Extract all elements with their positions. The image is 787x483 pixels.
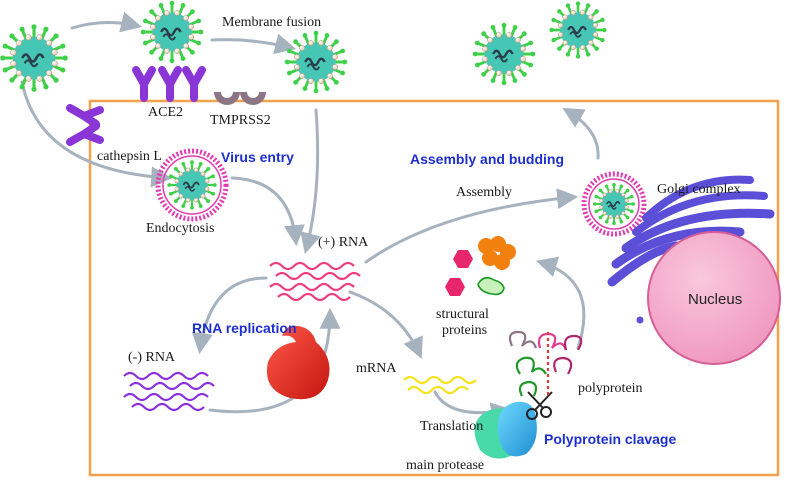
label-polyprotein: polyprotein	[578, 381, 643, 396]
label-minus-rna: (-) RNA	[128, 350, 176, 365]
stage-virus-entry: Virus entry	[221, 149, 294, 165]
stage-rna-replication: RNA replication	[192, 320, 297, 336]
label-endocytosis: Endocytosis	[146, 221, 214, 236]
virus-particle-budding	[593, 183, 635, 225]
label-plus-rna: (+) RNA	[318, 235, 369, 250]
label-membrane-fusion: Membrane fusion	[222, 15, 321, 30]
budding-vesicle	[581, 171, 647, 237]
virus-particle-released-2	[549, 1, 607, 59]
cathepsin-receptors	[66, 104, 104, 146]
virus-particle-endosome	[167, 160, 217, 210]
stage-polyprotein-clavage: Polyprotein clavage	[544, 431, 676, 447]
ace2-receptors	[132, 66, 206, 102]
label-ace2: ACE2	[148, 105, 183, 120]
structural-proteins-icon	[445, 236, 516, 296]
replicase-icon	[266, 325, 330, 400]
scissors-icon	[526, 391, 553, 420]
arrow-fusion-to-membrane	[210, 33, 297, 55]
label-cathepsin: cathepsin L	[97, 149, 162, 164]
virus-particle-fusing	[284, 30, 348, 94]
mrna-strands	[403, 375, 477, 395]
tmprss2-proteins	[214, 92, 266, 105]
endocytosis-vesicle	[155, 148, 229, 222]
arrow-endocytosis-to-rna	[230, 176, 305, 247]
labels: Membrane fusion ACE2 TMPRSS2 cathepsin L…	[97, 15, 742, 473]
arrow-plus-to-minus	[191, 276, 268, 355]
plus-rna-strands	[269, 261, 361, 302]
label-assembly: Assembly	[456, 185, 512, 200]
arrow-polyprotein-to-structural	[535, 256, 586, 350]
arrow-rna-to-assembly	[364, 188, 579, 264]
arrow-golgi-to-budding	[562, 107, 600, 160]
label-translation: Translation	[420, 419, 483, 434]
label-golgi: Golgi complex	[657, 182, 741, 197]
arrow-rna-to-mrna	[348, 290, 423, 359]
label-mrna: mRNA	[356, 361, 397, 376]
minus-rna-strands	[123, 371, 215, 412]
virus-particles	[0, 0, 635, 225]
label-tmprss2: TMPRSS2	[210, 113, 271, 128]
label-nucleus: Nucleus	[688, 291, 742, 308]
virus-particle-released-1	[472, 22, 536, 86]
polyprotein-icon	[508, 330, 583, 398]
nucleus	[647, 231, 781, 365]
virus-particle-outside	[0, 24, 68, 92]
label-main-protease: main protease	[406, 458, 484, 473]
virus-particle-attaching	[140, 0, 204, 64]
label-structural-1: structural	[436, 307, 489, 322]
stage-assembly-budding: Assembly and budding	[410, 151, 564, 167]
arrow-entry-to-endocytosis	[20, 80, 173, 188]
arrow-to-fusion-virus	[70, 11, 143, 33]
arrow-fusion-to-rna	[300, 108, 321, 255]
label-structural-2: proteins	[442, 323, 487, 338]
